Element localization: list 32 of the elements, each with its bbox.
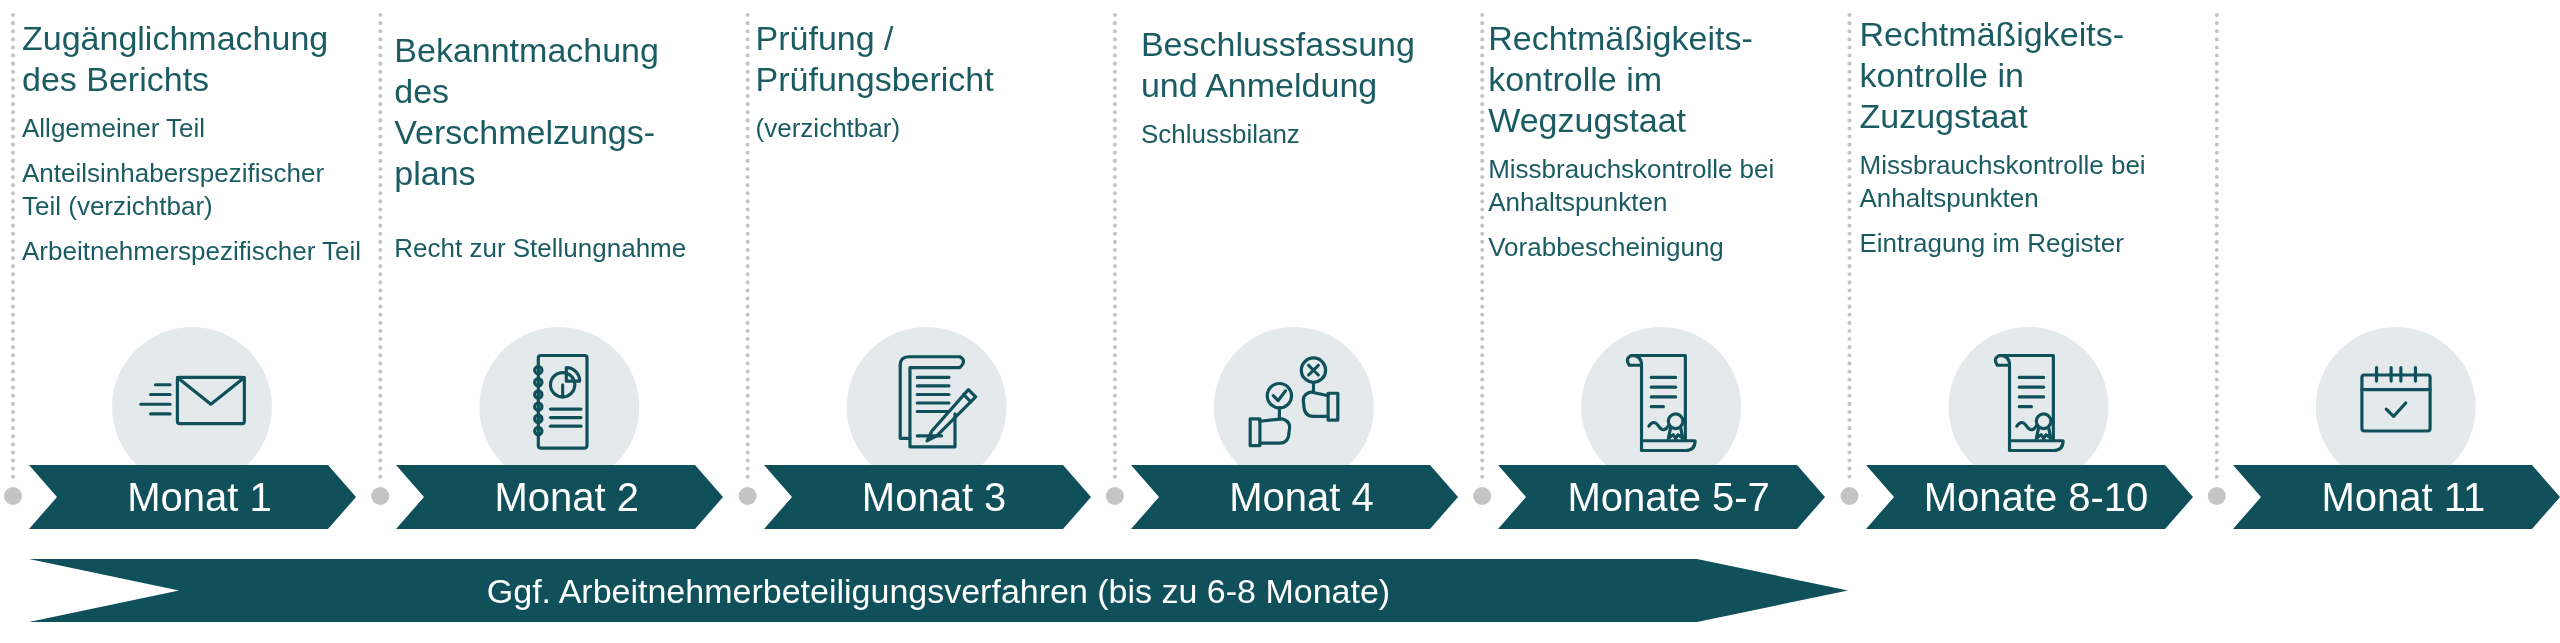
step-title: Prüfung / Prüfungsbericht bbox=[755, 18, 995, 100]
step-detail: Anteilsinhaberspezifischer Teil (verzichtbar) bbox=[22, 157, 326, 223]
month-label: Monat 1 bbox=[126, 474, 273, 520]
month-label: Monate 8-10 bbox=[1922, 474, 2150, 520]
step-title: Bekanntmachung des Verschmelzungs- plans bbox=[394, 30, 660, 194]
step-detail: (verzichtbar) bbox=[755, 112, 902, 145]
step-title: Zugänglichmachung des Berichts bbox=[22, 18, 330, 100]
timeline-step-banner bbox=[29, 465, 356, 529]
timeline-step-banner bbox=[763, 465, 1091, 529]
step-detail: Allgemeiner Teil bbox=[22, 112, 207, 145]
month-label: Monat 3 bbox=[860, 474, 1008, 520]
step-title: Rechtmäßigkeits- kontrolle im Wegzugstaat bbox=[1488, 18, 1754, 141]
timeline-step-banner bbox=[1498, 465, 1826, 529]
step-detail: Missbrauchskontrolle bei Anhaltspunkten bbox=[1859, 149, 2147, 215]
month-label: Monat 11 bbox=[2320, 474, 2487, 520]
step-title: Beschlussfassung und Anmeldung bbox=[1140, 24, 1416, 106]
step-detail: Arbeitnehmerspezifischer Teil bbox=[22, 235, 362, 268]
step-detail: Vorabbescheinigung bbox=[1488, 231, 1725, 264]
step-detail: Schlussbilanz bbox=[1140, 118, 1301, 151]
timeline-step-banner bbox=[2232, 465, 2560, 529]
band-label: Ggf. Arbeitnehmerbeteiligungsverfahren (bis zu 6-8 Monate) bbox=[485, 571, 1392, 610]
timeline-step-banner bbox=[1865, 465, 2193, 529]
month-label: Monat 4 bbox=[1228, 474, 1375, 520]
step-title: Rechtmäßigkeits- kontrolle in Zuzugstaat bbox=[1859, 14, 2125, 137]
step-detail: Recht zur Stellungnahme bbox=[394, 232, 688, 265]
month-label: Monat 2 bbox=[493, 474, 641, 520]
month-label: Monate 5-7 bbox=[1566, 474, 1771, 520]
duration-band-arrow bbox=[29, 559, 1848, 622]
step-detail: Eintragung im Register bbox=[1859, 227, 2125, 260]
timeline-step-banner bbox=[396, 465, 724, 529]
step-detail: Missbrauchskontrolle bei Anhaltspunkten bbox=[1488, 153, 1776, 219]
timeline-step-banner bbox=[1130, 465, 1458, 529]
